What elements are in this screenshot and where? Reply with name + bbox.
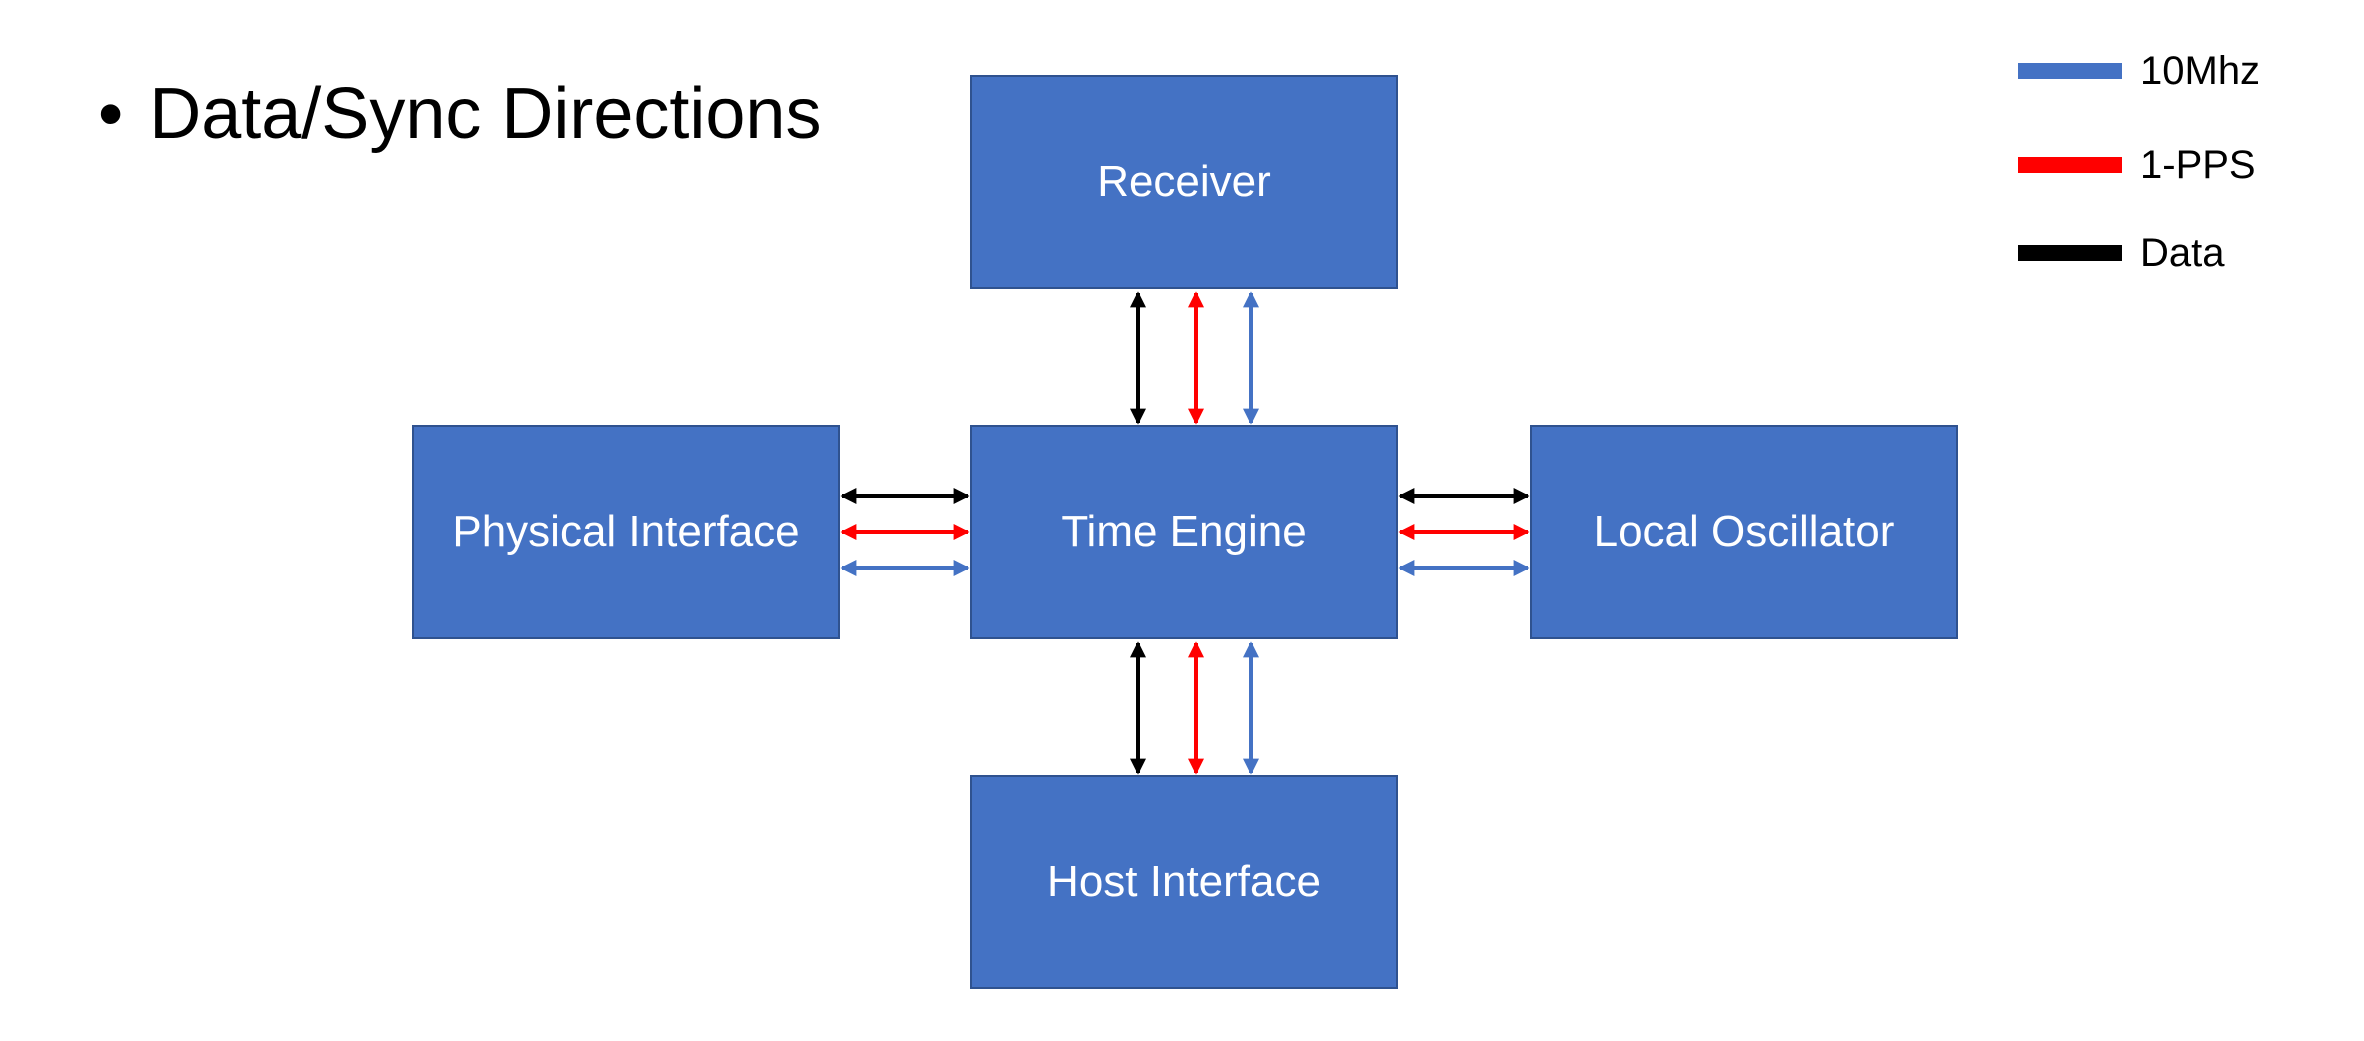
slide-bullet: •Data/Sync Directions bbox=[98, 78, 821, 150]
receiver-label: Receiver bbox=[1097, 157, 1271, 206]
receiver-block: Receiver bbox=[970, 75, 1398, 289]
legend-item-1pps: 1-PPS bbox=[2018, 135, 2256, 195]
physical-interface-label: Physical Interface bbox=[452, 507, 800, 556]
host-interface-block: Host Interface bbox=[970, 775, 1398, 989]
time-engine-label: Time Engine bbox=[1061, 507, 1307, 556]
legend-label-1pps: 1-PPS bbox=[2140, 142, 2256, 187]
bullet-text: Data/Sync Directions bbox=[149, 74, 822, 154]
legend-item-10mhz: 10Mhz bbox=[2018, 41, 2260, 101]
local-oscillator-block: Local Oscillator bbox=[1530, 425, 1958, 639]
legend-label-data: Data bbox=[2140, 230, 2225, 275]
legend-item-data: Data bbox=[2018, 223, 2225, 283]
legend-label-10mhz: 10Mhz bbox=[2140, 48, 2261, 93]
legend-swatch-data bbox=[2018, 245, 2122, 261]
physical-interface-block: Physical Interface bbox=[412, 425, 840, 639]
legend-swatch-1pps bbox=[2018, 157, 2122, 173]
bullet-dot: • bbox=[98, 74, 124, 154]
host-interface-label: Host Interface bbox=[1047, 857, 1321, 906]
local-oscillator-label: Local Oscillator bbox=[1593, 507, 1895, 556]
time-engine-block: Time Engine bbox=[970, 425, 1398, 639]
legend-swatch-10mhz bbox=[2018, 63, 2122, 79]
